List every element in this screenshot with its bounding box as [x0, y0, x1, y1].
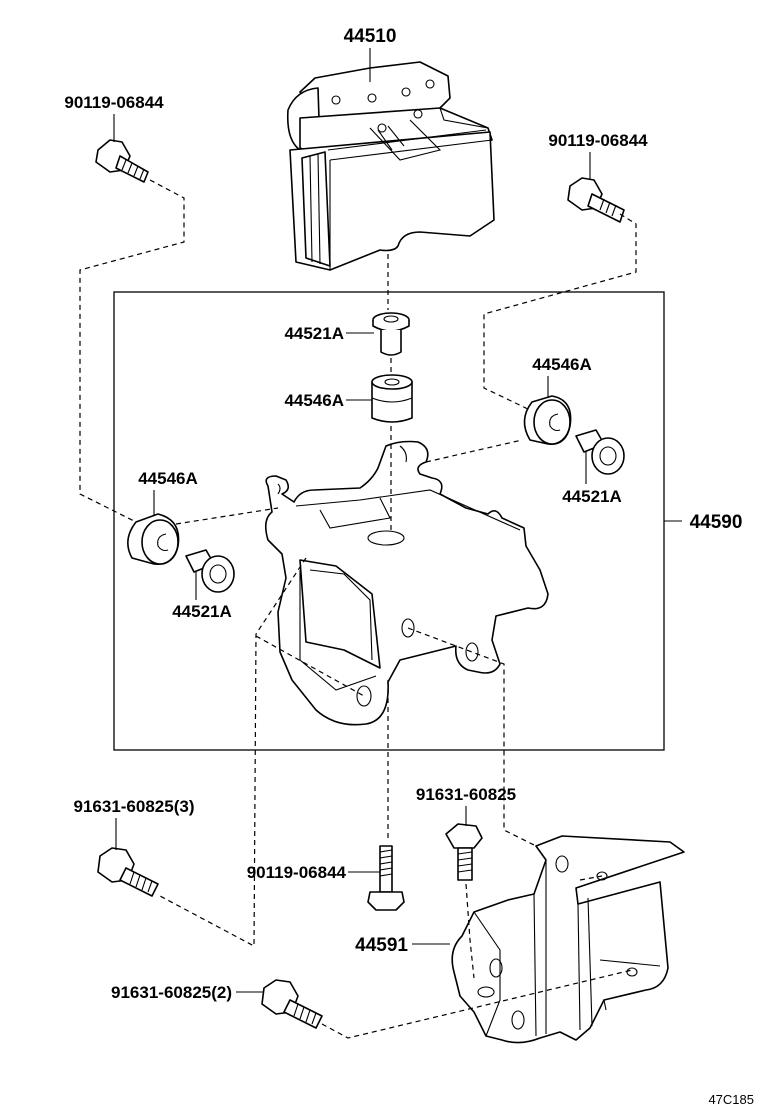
- bolt-lower-left-part[interactable]: [97, 847, 159, 897]
- label-bolt-top-right: 90119-06844: [548, 131, 648, 150]
- bolt-top-left-part[interactable]: [95, 139, 149, 183]
- assembly-dashed-lines: [79, 179, 637, 1039]
- bolt-lower-mid-part[interactable]: [445, 823, 483, 881]
- abs-actuator-part[interactable]: [286, 61, 495, 271]
- collar-right-part[interactable]: [575, 429, 625, 475]
- bolt-top-right-part[interactable]: [567, 177, 625, 223]
- label-figure-code: 47C185: [708, 1092, 754, 1107]
- label-cushion-center: 44546A: [284, 391, 344, 410]
- bolt-bottom-left-part[interactable]: [261, 979, 323, 1029]
- label-lower-bracket: 44591: [355, 935, 408, 956]
- bolt-center-lower-part[interactable]: [367, 845, 405, 911]
- label-bolt-lower-left: 91631-60825(3): [74, 797, 195, 816]
- label-actuator: 44510: [344, 26, 397, 47]
- label-collar-left: 44521A: [172, 602, 232, 621]
- cushion-right-part[interactable]: [523, 395, 572, 445]
- cushion-center-part[interactable]: [371, 374, 413, 423]
- cushion-left-part[interactable]: [127, 513, 180, 565]
- label-bracket-assembly: 44590: [690, 512, 743, 533]
- label-bolt-top-left: 90119-06844: [64, 93, 164, 112]
- label-collar-right: 44521A: [562, 487, 622, 506]
- label-cushion-right: 44546A: [532, 355, 592, 374]
- label-bolt-lower-mid: 91631-60825: [416, 785, 516, 804]
- actuator-bracket-part[interactable]: [264, 440, 549, 726]
- label-bolt-bottom-left: 91631-60825(2): [111, 983, 232, 1002]
- collar-center-part[interactable]: [372, 312, 410, 356]
- label-collar-center: 44521A: [284, 324, 344, 343]
- label-bolt-center-lower: 90119-06844: [247, 863, 347, 882]
- label-cushion-left: 44546A: [138, 469, 198, 488]
- lower-bracket-part[interactable]: [451, 835, 685, 1044]
- collar-left-part[interactable]: [185, 549, 235, 593]
